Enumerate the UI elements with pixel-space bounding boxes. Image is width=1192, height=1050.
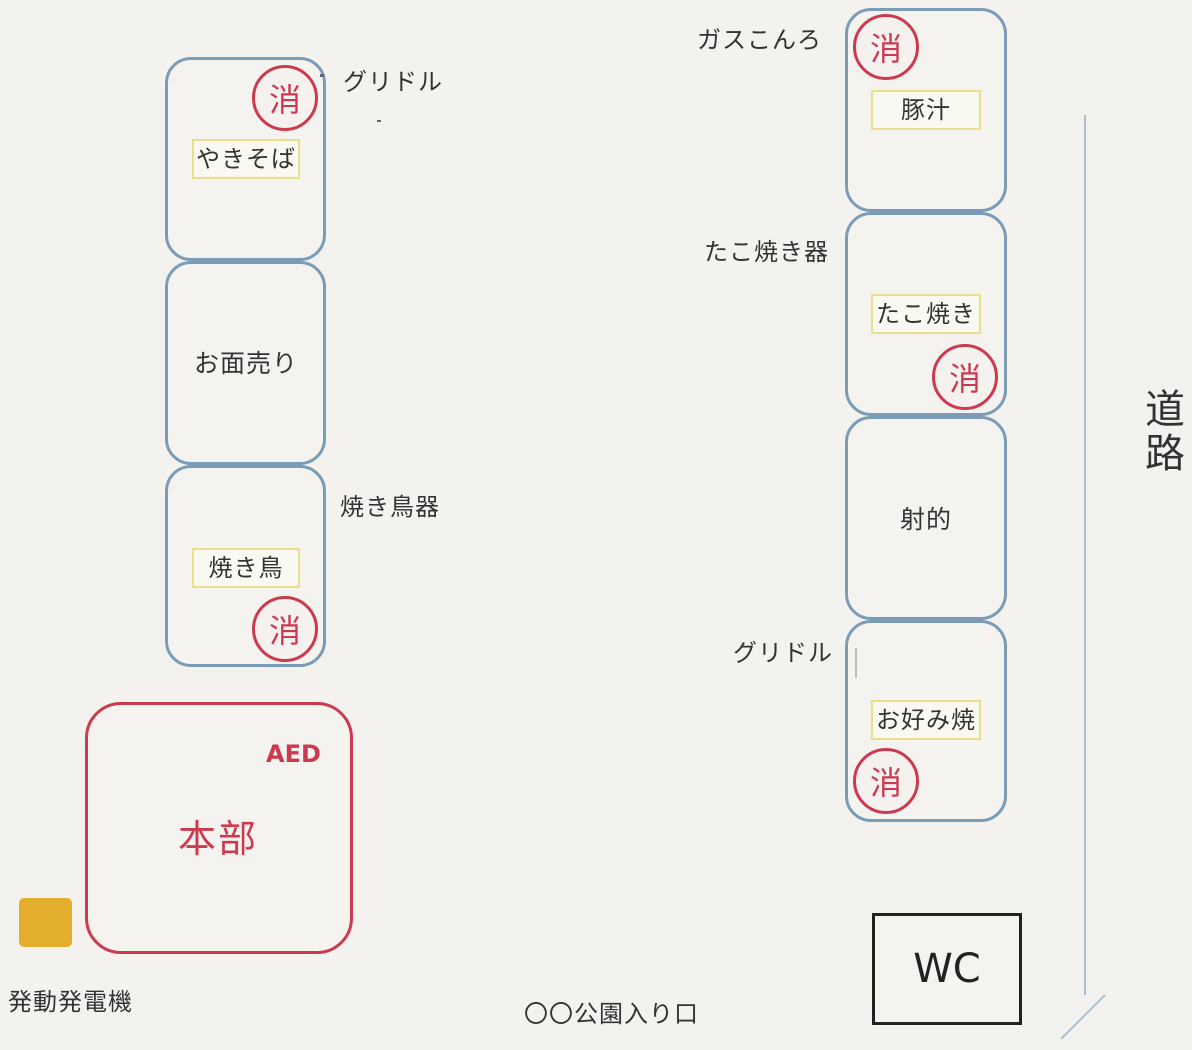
extinguisher-icon: 消 (853, 748, 919, 814)
park-entrance-label: 〇〇公園入り口 (524, 1000, 699, 1028)
road-edge-line (1084, 115, 1086, 995)
aed-label: AED (266, 740, 321, 768)
equipment-label-yakitori: 焼き鳥器 (340, 493, 440, 521)
extinguisher-icon: 消 (932, 344, 998, 410)
headquarters-label: 本部 (178, 817, 259, 861)
generator-label: 発動発電機 (8, 988, 133, 1016)
equipment-label-yakisoba: グリドル (343, 68, 443, 96)
wc-box: WC (872, 913, 1022, 1025)
extinguisher-icon: 消 (252, 596, 318, 662)
mark-stroke (855, 648, 857, 678)
mark-dot (320, 74, 324, 77)
food-label-tonjiru: 豚汁 (871, 90, 981, 130)
booth-label-shooting: 射的 (899, 505, 953, 534)
booth-label-mask-seller: お面売り (193, 349, 299, 378)
equipment-label-tonjiru: ガスこんろ (697, 26, 822, 54)
mark-dot (377, 120, 381, 122)
booth-shooting (845, 416, 1007, 620)
road-label: 道路 (1145, 387, 1185, 477)
extinguisher-icon: 消 (252, 65, 318, 131)
food-label-yakisoba: やきそば (192, 139, 300, 179)
extinguisher-icon: 消 (853, 14, 919, 80)
food-label-takoyaki: たこ焼き (871, 294, 981, 334)
road-edge-corner (1060, 994, 1106, 1040)
equipment-label-takoyaki: たこ焼き器 (704, 238, 829, 266)
headquarters-tent (85, 702, 353, 954)
equipment-label-okonomiyaki: グリドル (733, 639, 833, 667)
generator-icon (19, 898, 72, 947)
food-label-yakitori: 焼き鳥 (192, 548, 300, 588)
booth-mask-seller (165, 261, 326, 465)
food-label-okonomiyaki: お好み焼 (871, 700, 981, 740)
